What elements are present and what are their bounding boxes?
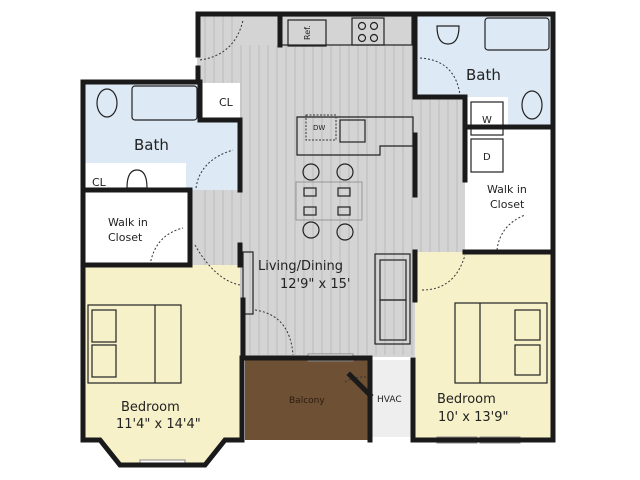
- bed-left: [87, 304, 182, 384]
- living-dining-label: Living/Dining: [258, 259, 343, 274]
- balcony-area: [245, 358, 370, 440]
- hvac-label: HVAC: [377, 395, 402, 405]
- balcony-label: Balcony: [289, 396, 325, 406]
- bath-left-label: Bath: [134, 136, 169, 154]
- vanity-left: [84, 163, 186, 190]
- tv-console: [242, 251, 254, 315]
- bedroom-left-area: [84, 265, 240, 465]
- kitchen-island: [296, 116, 414, 156]
- closet-left-label-2: Closet: [108, 231, 143, 244]
- dishwasher-label: DW: [313, 124, 325, 132]
- walls: [80, 11, 556, 468]
- toilet-left: [96, 88, 118, 118]
- bath-right-area: [415, 15, 552, 97]
- closet-left-label-1: Walk in: [108, 216, 148, 229]
- kitchen-sink-icon: [339, 119, 366, 143]
- washer-label: W: [482, 115, 492, 126]
- closet-left-area: [84, 192, 190, 265]
- sofa: [374, 253, 411, 345]
- refrigerator: [287, 19, 327, 47]
- dryer: [470, 138, 504, 173]
- bed-right: [454, 302, 548, 384]
- sink-right: [436, 25, 460, 45]
- bedroom-right-size: 10' x 13'9": [438, 410, 508, 425]
- washer: [470, 101, 504, 136]
- stove-icon: [351, 17, 385, 46]
- bedroom-left-label: Bedroom: [121, 400, 180, 415]
- bedroom-right-label: Bedroom: [437, 392, 496, 407]
- bath-right-area-lower: [508, 97, 552, 127]
- bathtub-left: [131, 85, 198, 121]
- living-dining-size: 12'9" x 15': [280, 277, 350, 292]
- dining-table: [295, 163, 363, 241]
- closet-right-label-1: Walk in: [487, 183, 527, 196]
- refrigerator-label: Ref.: [303, 25, 312, 40]
- bathtub-right: [484, 17, 550, 51]
- toilet-right: [521, 90, 543, 120]
- hvac-area: [372, 360, 413, 437]
- bath-right-label: Bath: [466, 66, 501, 84]
- closet-right-label-2: Closet: [490, 198, 525, 211]
- bedroom-right-area: [415, 252, 552, 440]
- closet-right-area: [465, 127, 552, 252]
- bedroom-left-size: 11'4" x 14'4": [116, 417, 201, 432]
- dryer-label: D: [483, 152, 491, 163]
- cl-upper-label: CL: [219, 96, 234, 109]
- cl-lower-label: CL: [92, 176, 107, 189]
- cl-upper-area: [200, 83, 240, 121]
- sink-left: [126, 169, 148, 189]
- dishwasher: [305, 114, 337, 141]
